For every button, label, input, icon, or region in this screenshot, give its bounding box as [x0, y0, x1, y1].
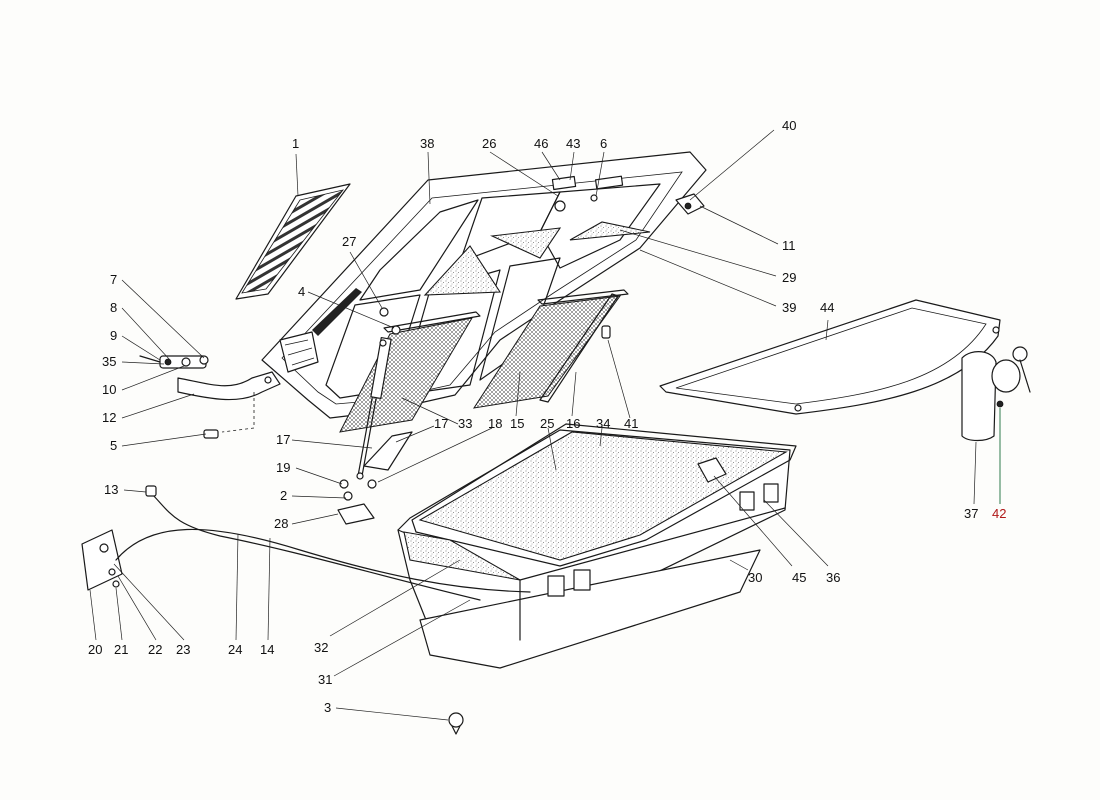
trim-panel-part-44	[659, 299, 1001, 415]
callout-1: 1	[292, 136, 299, 151]
callout-12: 12	[102, 410, 116, 425]
callout-16: 16	[566, 416, 580, 431]
callout-27: 27	[342, 234, 356, 249]
mesh-panel-part-15	[472, 289, 629, 409]
callout-18: 18	[488, 416, 502, 431]
callout-21: 21	[114, 642, 128, 657]
bolt-part-18	[367, 479, 377, 489]
callout-32: 32	[314, 640, 328, 655]
cap-part-42	[991, 346, 1031, 408]
leader-lines	[89, 129, 1001, 721]
strut-cover-part-17	[363, 431, 413, 471]
callout-17-lower: 17	[434, 416, 448, 431]
lock-bracket-part-45	[697, 457, 727, 483]
latch-components-part-26-46-43-6	[551, 175, 624, 212]
felt-strip-part-32	[403, 531, 521, 581]
callout-7: 7	[110, 272, 117, 287]
callout-43: 43	[566, 136, 580, 151]
callout-5: 5	[110, 438, 117, 453]
tub-latches-part-36	[547, 483, 779, 597]
dashed-assembly-line	[221, 392, 255, 433]
callout-31: 31	[318, 672, 332, 687]
pivot-hardware-part-7-8-9-35-10	[139, 355, 209, 369]
callout-39: 39	[782, 300, 796, 315]
mesh-panel-part-33	[339, 311, 481, 433]
callout-45: 45	[792, 570, 806, 585]
callout-37: 37	[964, 506, 978, 521]
callout-30: 30	[748, 570, 762, 585]
callout-11: 11	[782, 238, 796, 253]
callout-9: 9	[110, 328, 117, 343]
callout-42: 42	[992, 506, 1006, 521]
callout-38: 38	[420, 136, 434, 151]
callout-17-upper: 17	[276, 432, 290, 447]
callout-34: 34	[596, 416, 610, 431]
top-felt-pads-part-29	[423, 221, 651, 296]
callout-41: 41	[624, 416, 638, 431]
callout-25: 25	[540, 416, 554, 431]
callout-29: 29	[782, 270, 796, 285]
spacer-part-41	[601, 325, 611, 339]
callout-14: 14	[260, 642, 274, 657]
callout-8: 8	[110, 300, 117, 315]
seal-rim-part-34	[411, 423, 797, 567]
gas-strut-part-17	[356, 336, 392, 480]
callout-labels: 1 38 26 46 43 6 40 11 29 39 27 4 7 8 9 3…	[88, 118, 1006, 715]
callout-13: 13	[104, 482, 118, 497]
bracket-part-28-2-19	[337, 479, 375, 525]
callout-40: 40	[782, 118, 796, 133]
callout-2: 2	[280, 488, 287, 503]
callout-3: 3	[324, 700, 331, 715]
trim-strip-part-16	[539, 293, 619, 403]
callout-24: 24	[228, 642, 242, 657]
grille-louvre-part-1	[235, 183, 351, 300]
callout-23: 23	[176, 642, 190, 657]
screw-part-5	[203, 429, 219, 439]
callout-22: 22	[148, 642, 162, 657]
latch-plate-part-20	[81, 529, 123, 591]
callout-35: 35	[102, 354, 116, 369]
sleeve-part-37	[961, 351, 997, 442]
release-cables-part-14-24	[115, 491, 531, 601]
callout-6: 6	[600, 136, 607, 151]
callout-4: 4	[298, 284, 305, 299]
felt-liner-part-25	[418, 431, 788, 561]
cable-end-part-13	[145, 485, 157, 497]
hinge-bracket-part-11	[675, 193, 705, 215]
callout-28: 28	[274, 516, 288, 531]
callout-46: 46	[534, 136, 548, 151]
callout-36: 36	[826, 570, 840, 585]
callout-19: 19	[276, 460, 290, 475]
hinge-arm-part-12	[177, 371, 281, 401]
callout-10: 10	[102, 382, 116, 397]
callout-20: 20	[88, 642, 102, 657]
callout-44: 44	[820, 300, 834, 315]
clip-part-3	[448, 712, 464, 735]
callout-26: 26	[482, 136, 496, 151]
callout-33: 33	[458, 416, 472, 431]
callout-15: 15	[510, 416, 524, 431]
